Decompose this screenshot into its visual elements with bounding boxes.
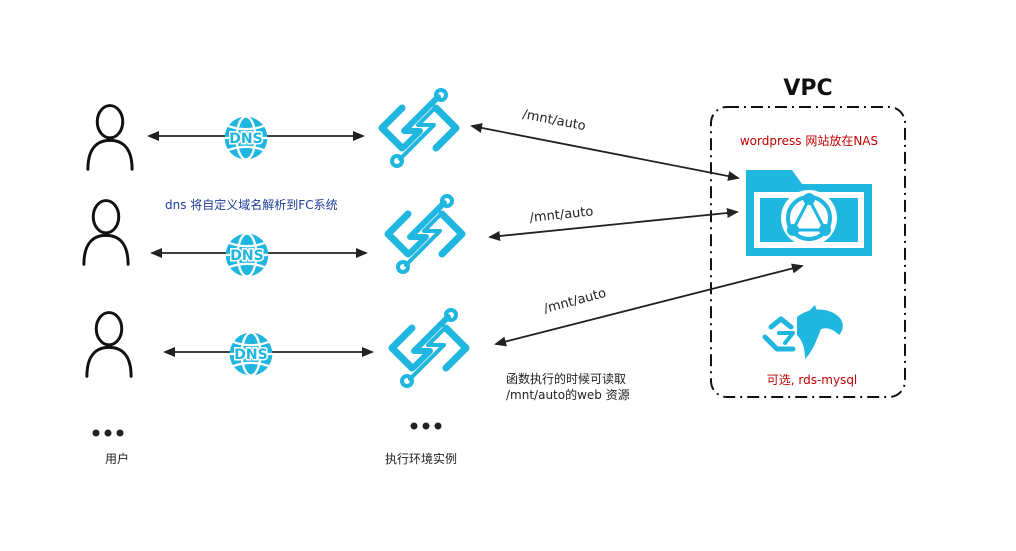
nas-folder-icon (744, 168, 874, 258)
vpc-boundary (710, 106, 906, 398)
function-note-line2: /mnt/auto的web 资源 (506, 387, 630, 402)
nas-label: wordpress 网站放在NAS (740, 133, 878, 148)
user-icon (86, 104, 134, 171)
dns-note: dns 将自定义域名解析到FC系统 (165, 197, 338, 212)
more-instances-ellipsis (410, 422, 442, 430)
mount-arrow-3 (494, 263, 804, 347)
user-icon (82, 199, 130, 266)
mount-label-3: /mnt/auto (542, 286, 608, 317)
dns-icon: DNS (228, 331, 274, 377)
users-caption: 用户 (105, 451, 129, 466)
function-note-line1: 函数执行的时候可读取 (506, 371, 626, 386)
function-compute-icon (392, 310, 466, 386)
mount-label-2: /mnt/auto (529, 204, 594, 226)
mount-arrow-2 (488, 208, 739, 241)
mount-label-1: /mnt/auto (521, 107, 587, 134)
rds-label: 可选, rds-mysql (767, 373, 858, 387)
function-compute-icon (382, 90, 456, 166)
instances-caption: 执行环境实例 (385, 451, 457, 466)
svg-text:DNS: DNS (229, 131, 262, 147)
mount-arrow-1 (470, 123, 740, 181)
function-compute-icon (388, 196, 462, 272)
dns-icon: DNS (224, 232, 270, 278)
rds-mysql-icon (765, 305, 843, 359)
dns-icon: DNS (223, 115, 269, 161)
svg-text:DNS: DNS (234, 347, 267, 363)
vpc-title: VPC (783, 76, 832, 101)
svg-text:DNS: DNS (230, 248, 263, 264)
user-icon (85, 311, 133, 378)
more-users-ellipsis (92, 429, 124, 437)
